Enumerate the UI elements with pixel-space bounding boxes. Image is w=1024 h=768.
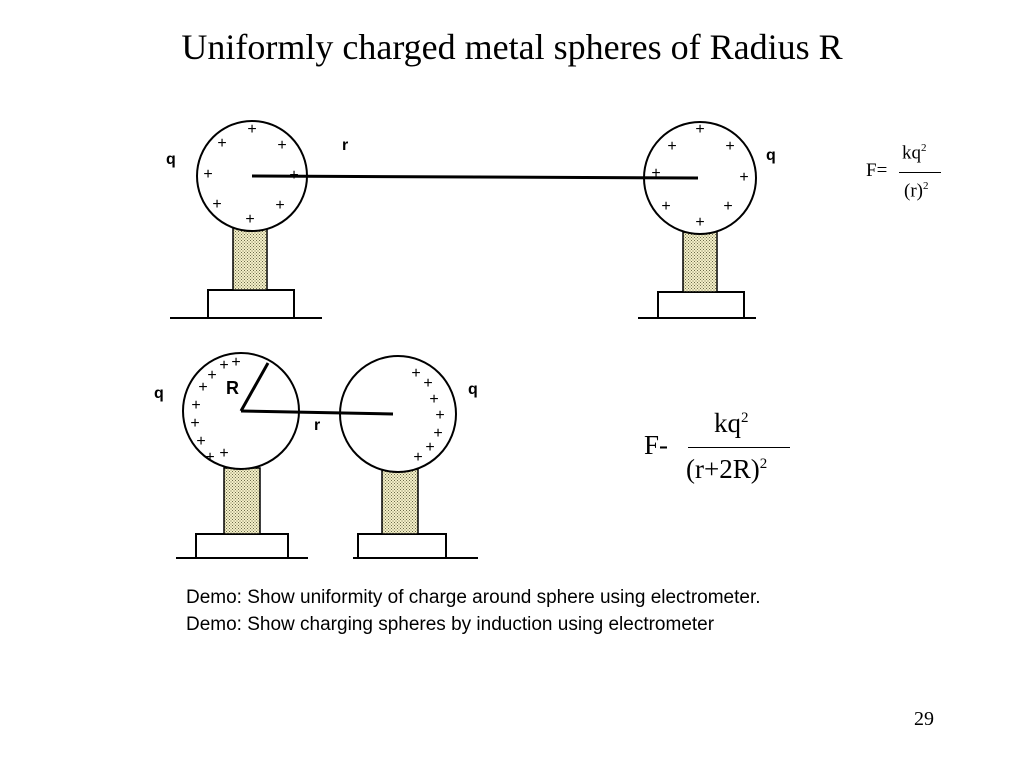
demo-note: Demo: Show charging spheres by induction… bbox=[186, 614, 715, 635]
svg-text:+: + bbox=[191, 397, 200, 414]
svg-text:+: + bbox=[219, 357, 228, 374]
right-sphere-charges: +++ +++ + bbox=[411, 365, 444, 466]
left-stand bbox=[176, 467, 308, 559]
svg-text:+: + bbox=[196, 433, 205, 450]
svg-text:+: + bbox=[231, 354, 240, 371]
diagram-adjacent-spheres: +++ +++ +++ +++ +++ + R q q r bbox=[154, 352, 478, 559]
page-number: 29 bbox=[914, 708, 934, 730]
svg-text:+: + bbox=[245, 211, 254, 228]
svg-text:+: + bbox=[739, 169, 748, 186]
radius-label: R bbox=[226, 378, 239, 398]
right-charge-label: q bbox=[766, 147, 776, 164]
fraction-bar bbox=[688, 447, 790, 448]
right-stand bbox=[353, 467, 478, 559]
formula-lhs: F= bbox=[866, 160, 888, 181]
diagram-separated-spheres: +++ ++ +++ +++ ++ +++ q q r bbox=[166, 120, 776, 319]
formula-numerator: kq2 bbox=[714, 408, 749, 438]
svg-text:+: + bbox=[217, 135, 226, 152]
svg-text:+: + bbox=[203, 166, 212, 183]
left-charge-label: q bbox=[154, 385, 164, 402]
formula-lhs: F- bbox=[644, 430, 669, 460]
svg-text:+: + bbox=[667, 138, 676, 155]
right-sphere-charges: +++ ++ +++ bbox=[651, 121, 748, 231]
svg-text:+: + bbox=[435, 407, 444, 424]
svg-text:+: + bbox=[411, 365, 420, 382]
formula-coulomb-point: F= kq2 (r)2 bbox=[866, 140, 956, 210]
distance-label: r bbox=[342, 137, 348, 154]
svg-text:+: + bbox=[198, 379, 207, 396]
formula-denominator: (r)2 bbox=[904, 180, 929, 202]
demo-note: Demo: Show uniformity of charge around s… bbox=[186, 587, 761, 608]
distance-line bbox=[240, 409, 394, 416]
left-stand bbox=[170, 223, 322, 319]
svg-text:+: + bbox=[429, 391, 438, 408]
svg-text:+: + bbox=[207, 367, 216, 384]
svg-text:+: + bbox=[219, 445, 228, 462]
svg-text:+: + bbox=[423, 375, 432, 392]
svg-text:+: + bbox=[205, 449, 214, 466]
left-sphere-charges: +++ +++ +++ bbox=[190, 354, 240, 466]
svg-text:+: + bbox=[433, 425, 442, 442]
svg-text:+: + bbox=[723, 198, 732, 215]
distance-label: r bbox=[314, 417, 320, 434]
svg-text:+: + bbox=[425, 439, 434, 456]
svg-text:+: + bbox=[190, 415, 199, 432]
formula-coulomb-spheres: F- kq2 (r+2R)2 bbox=[644, 402, 814, 502]
distance-line bbox=[251, 174, 699, 180]
svg-text:+: + bbox=[413, 449, 422, 466]
svg-text:+: + bbox=[212, 196, 221, 213]
right-stand bbox=[638, 229, 756, 319]
svg-text:+: + bbox=[725, 138, 734, 155]
radius-line bbox=[239, 362, 270, 412]
svg-text:+: + bbox=[651, 165, 660, 182]
svg-text:+: + bbox=[661, 198, 670, 215]
fraction-bar bbox=[899, 172, 941, 173]
formula-denominator: (r+2R)2 bbox=[686, 454, 768, 484]
slide-title: Uniformly charged metal spheres of Radiu… bbox=[181, 27, 843, 67]
formula-numerator: kq2 bbox=[902, 142, 927, 164]
svg-text:+: + bbox=[695, 214, 704, 231]
left-charge-label: q bbox=[166, 151, 176, 168]
svg-text:+: + bbox=[247, 121, 256, 138]
right-charge-label: q bbox=[468, 381, 478, 398]
demo-notes: Demo: Show uniformity of charge around s… bbox=[186, 584, 766, 638]
svg-text:+: + bbox=[695, 121, 704, 138]
svg-text:+: + bbox=[277, 137, 286, 154]
svg-text:+: + bbox=[275, 197, 284, 214]
